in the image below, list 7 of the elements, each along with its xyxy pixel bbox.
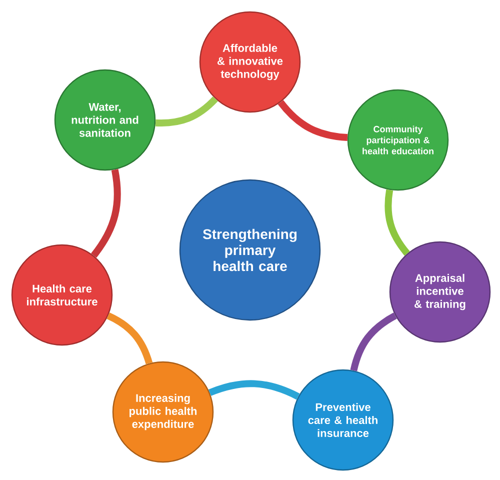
ring-segment <box>208 380 300 400</box>
ring-segment <box>155 96 218 126</box>
ring-segment <box>106 312 153 364</box>
ring-segment <box>384 189 410 256</box>
ring-segment <box>90 169 121 258</box>
ring-segment <box>350 312 397 372</box>
ring-segment <box>278 100 348 142</box>
